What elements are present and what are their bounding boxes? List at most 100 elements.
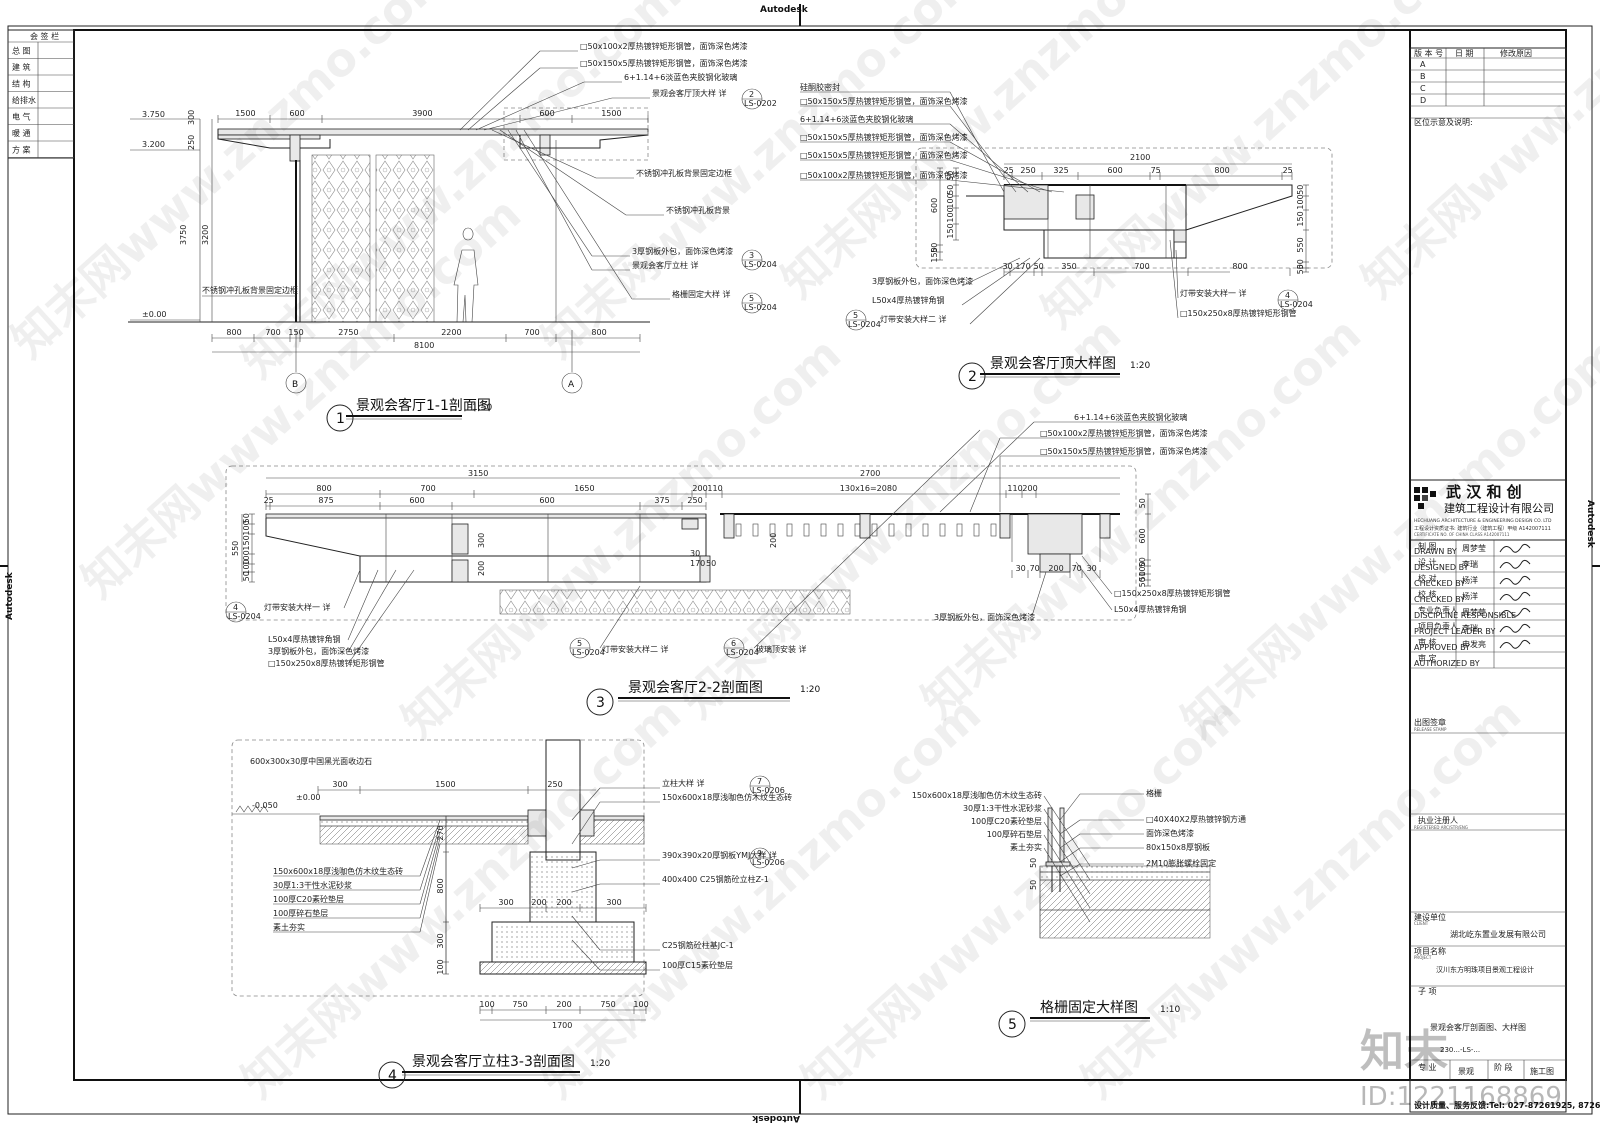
view-number: 3 <box>596 695 605 711</box>
v4-callout-num: 9 <box>757 849 762 858</box>
rev-header-version: 版 本 号 <box>1414 48 1443 58</box>
v3-left-dim: 550 <box>231 541 240 556</box>
v5-note-left: 100厚碎石垫层 <box>987 829 1042 839</box>
v2-note: □150x250x8厚热镀锌矩形钢管 <box>1180 308 1297 318</box>
glass-slot <box>939 523 946 537</box>
release-stamp-en: RELEASE STAMP <box>1414 727 1447 732</box>
v3-note: L50x4厚热镀锌角钢 <box>268 634 340 644</box>
v1-vdim-3: 3200 <box>201 225 210 245</box>
project-value: 汉川东方明珠项目景观工程设计 <box>1436 965 1534 974</box>
staff-role-en: PROJECT LEADER BY <box>1414 627 1495 636</box>
v2-right-dim: 50 <box>1296 259 1305 269</box>
v4-bottom-dim: 200 <box>556 1000 571 1009</box>
v1-callout-ref: LS-0204 <box>744 260 777 269</box>
v3-top-dim: 700 <box>420 484 435 493</box>
v5-note-right: 面饰深色烤漆 <box>1146 828 1194 838</box>
staff-role-en: CHECKED BY <box>1414 579 1465 588</box>
v1-note: □50x150x5厚热镀锌矩形钢管，面饰深色烤漆 <box>580 58 748 68</box>
v2-note: □50x150x5厚热镀锌矩形钢管，面饰深色烤漆 <box>800 150 968 160</box>
v4-total: 1700 <box>552 1021 572 1030</box>
v3-note: □50x100x2厚热镀锌矩形钢管，面饰深色烤漆 <box>1040 428 1208 438</box>
v2-note: 灯带安装大样二 详 <box>880 314 947 324</box>
view-scale: 1:10 <box>1160 1005 1180 1015</box>
glass-slot <box>990 523 997 537</box>
location-label: 区位示意及说明: <box>1414 117 1473 127</box>
glass-slot <box>871 523 878 537</box>
v3-right-dim: 50 <box>1138 498 1147 508</box>
stage-value: 施工图 <box>1530 1066 1554 1076</box>
view-scale: 1:20 <box>800 685 820 695</box>
v2-bottom-dim: 700 <box>1134 262 1149 271</box>
v4-note-left: 30厚1:3干性水泥砂浆 <box>273 880 352 890</box>
staff-name: 周梦莹 <box>1462 607 1486 617</box>
staff-role: 设 计 <box>1418 557 1437 567</box>
v3-inner-dim: 200 <box>769 533 778 548</box>
registered-en: REGISTERED ARC/STR/ENG <box>1414 825 1468 830</box>
v2-left-dim: 100 <box>946 207 955 222</box>
discipline-label: 专 业 <box>1418 1062 1437 1072</box>
v3-note: □150x250x8厚热镀锌矩形钢管 <box>268 658 385 668</box>
v3-callout-ref: LS-0204 <box>228 612 261 621</box>
v3-callout-num: 5 <box>577 639 582 648</box>
v1-note: 不锈钢冲孔板背景固定边框 <box>202 285 298 295</box>
staff-role: 制 图 <box>1418 541 1437 551</box>
v3-right-dim: 100 <box>1138 561 1147 576</box>
v2-top-total: 2100 <box>1130 153 1150 162</box>
v4-note-right: 150x600x18厚浅咖色仿木纹生态砖 <box>662 792 792 802</box>
project-label: 项目名称 <box>1414 946 1446 956</box>
v2-top-dim: 25 <box>1004 166 1014 175</box>
staff-role-en: DESIGNED BY <box>1414 563 1469 572</box>
glass-slot <box>837 523 844 537</box>
v3-bottom-dim: 200 <box>1048 564 1063 573</box>
v3-bottom-dim: 70 <box>1030 564 1040 573</box>
company-subtitle: 建筑工程设计有限公司 <box>1444 501 1554 515</box>
v3-note: □150x250x8厚热镀锌矩形钢管 <box>1114 588 1231 598</box>
company-english: HECHUANG ARCHITECTURE & ENGINEERING DESI… <box>1414 518 1552 524</box>
v2-top-dim: 25 <box>1283 166 1293 175</box>
staff-role-en: CHECKED BY <box>1414 595 1465 604</box>
v4-top-dim: 250 <box>547 780 562 789</box>
v4-mid-dim: 300 <box>498 898 513 907</box>
v4-note-right: 立柱大样 详 <box>662 778 705 788</box>
v2-right-dim: 50 <box>1296 185 1305 195</box>
view-title: 景观会客厅顶大样图 <box>990 355 1116 372</box>
v3-callout-ref: LS-0204 <box>572 648 605 657</box>
v2-callout-num: 4 <box>1285 291 1290 300</box>
v5-dim-1: 50 <box>1029 880 1038 890</box>
glass-post <box>999 513 1011 539</box>
autodesk-right: Autodesk <box>1585 500 1595 549</box>
v3-note: 6+1.14+6淡蓝色夹胶钢化玻璃 <box>1074 412 1187 422</box>
signoff-header: 会 签 栏 <box>30 31 59 41</box>
v4-vert-dim: 800 <box>436 878 445 893</box>
v1-callout-num: 2 <box>749 90 754 99</box>
v3-callout-num: 4 <box>233 603 238 612</box>
v4-mid-dim: 300 <box>606 898 621 907</box>
v2-top-dim: 75 <box>1151 166 1161 175</box>
v4-note-left: 素土夯实 <box>273 922 305 932</box>
sub-item-value: 景观会客厅剖面图、大样图 <box>1430 1022 1526 1032</box>
view-5-grille-detail: 50 50 150x600x18厚浅咖色仿木纹生态砖30厚1:3干性水泥砂浆10… <box>912 788 1246 939</box>
v3-left-dim: 100 <box>242 559 251 574</box>
v4-note-top: 600x300x30厚中国黑光面收边石 <box>250 756 372 766</box>
rev-row-id: C <box>1420 84 1426 93</box>
v1-callout-ref: LS-0204 <box>744 303 777 312</box>
v2-left-dim: 150 <box>930 247 939 262</box>
v5-note-left: 30厚1:3干性水泥砂浆 <box>963 803 1042 813</box>
staff-role: 项目负责人 <box>1418 621 1458 631</box>
v4-bottom-dim: 100 <box>479 1000 494 1009</box>
discipline-value: 景观 <box>1458 1067 1474 1076</box>
v2-note: 6+1.14+6淡蓝色夹胶钢化玻璃 <box>800 114 913 124</box>
company-cert-en: CERTIFICATE NO. OF CHINA CLASS A14200711… <box>1414 532 1510 537</box>
v2-bottom-dim: 50 <box>1034 262 1044 271</box>
view-title: 景观会客厅2-2剖面图 <box>628 679 763 696</box>
v3-inner-dim: 200 <box>477 561 486 576</box>
v4-bottom-dim: 750 <box>512 1000 527 1009</box>
v3-row2-dim: 600 <box>539 496 554 505</box>
signoff-row: 建 筑 <box>12 62 31 72</box>
staff-name: 杨洋 <box>1462 591 1478 601</box>
release-stamp-label: 出图签章 <box>1414 717 1446 727</box>
rev-header-date: 日 期 <box>1455 49 1474 58</box>
